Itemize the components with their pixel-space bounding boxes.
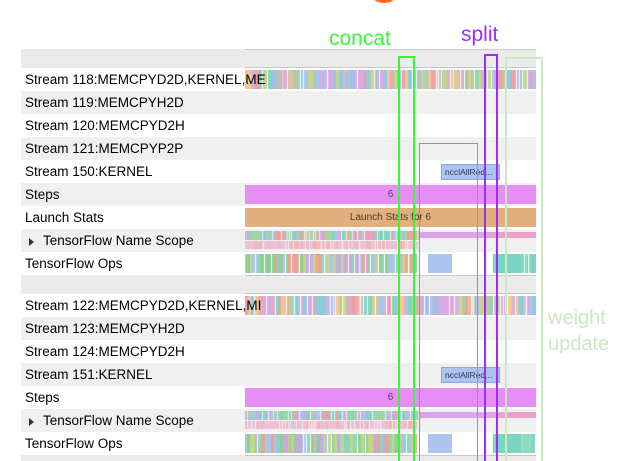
annotation-label-concat: concat xyxy=(329,27,391,50)
timeline-row[interactable]: Stream 118:MEMCPYD2D,KERNEL,ME xyxy=(21,68,536,91)
nccl-allreduce-bar-label: ncclAllRed... xyxy=(445,167,493,177)
timeline-row-label: TensorFlow Ops xyxy=(25,256,123,271)
timeline-row[interactable]: Stream 123:MEMCPYH2D xyxy=(21,317,536,340)
step-number-label: 6 xyxy=(387,392,394,403)
group-header-gpu-2[interactable]: isqx1:25676 Nvidia GPU 2 (pid 3) xyxy=(21,455,536,461)
timeline-row-label: Stream 120:MEMCPYD2H xyxy=(25,118,185,133)
timeline-row[interactable]: Stream 122:MEMCPYD2D,KERNEL,MI xyxy=(21,294,536,317)
row-track[interactable] xyxy=(245,254,536,273)
step-bar[interactable]: 6 xyxy=(245,388,536,407)
row-track[interactable]: ncclAllRed... xyxy=(245,365,536,384)
timeline-row-label: Stream 124:MEMCPYD2H xyxy=(25,344,185,359)
trace-timeline-panel[interactable]: isqx1:25676 Nvidia GPU 0 (pid 1) Stream 1… xyxy=(21,49,536,461)
row-track[interactable]: 6 xyxy=(245,388,536,407)
timeline-row[interactable]: TensorFlow Name Scope xyxy=(21,229,536,252)
annotation-label-weight-update-line2: update xyxy=(548,333,610,355)
row-track[interactable] xyxy=(245,296,536,315)
row-track[interactable] xyxy=(245,139,536,158)
expand-chevron-icon[interactable] xyxy=(29,238,34,246)
launch-stats-bar-label: Launch Stats for 6 xyxy=(349,212,432,223)
timeline-row-label: Launch Stats xyxy=(25,210,104,225)
row-track[interactable] xyxy=(245,434,536,453)
chevron-down-icon[interactable] xyxy=(30,56,38,61)
nccl-allreduce-bar[interactable]: ncclAllRed... xyxy=(441,164,500,180)
row-track[interactable] xyxy=(245,342,536,361)
group-header-gpu-0[interactable]: isqx1:25676 Nvidia GPU 0 (pid 1) xyxy=(21,49,536,68)
annotation-label-weight-update-line1: weight xyxy=(548,307,606,329)
row-track[interactable] xyxy=(245,411,536,430)
timeline-row[interactable]: TensorFlow Name Scope xyxy=(21,409,536,432)
group-header-label: isqx1:25676 Nvidia GPU 1 (pid 2) xyxy=(43,279,177,289)
group-header-gpu-1[interactable]: isqx1:25676 Nvidia GPU 1 (pid 2) xyxy=(21,275,536,294)
step-bar[interactable]: 6 xyxy=(245,185,536,204)
timeline-row-label: Stream 121:MEMCPYP2P xyxy=(25,141,184,156)
timeline-row-label: Stream 118:MEMCPYD2D,KERNEL,ME xyxy=(25,72,266,87)
row-track[interactable] xyxy=(245,319,536,338)
timeline-row-label: Stream 151:KERNEL xyxy=(25,367,153,382)
timeline-row[interactable]: Launch Stats Launch Stats for 6 xyxy=(21,206,536,229)
timeline-row-label: Stream 123:MEMCPYH2D xyxy=(25,321,185,336)
timeline-row[interactable]: Stream 150:KERNEL ncclAllRed... xyxy=(21,160,536,183)
group-header-label: isqx1:25676 Nvidia GPU 2 (pid 3) xyxy=(43,456,177,461)
row-track[interactable]: 6 xyxy=(245,185,536,204)
step-number-label: 6 xyxy=(387,189,394,200)
timeline-row[interactable]: Stream 151:KERNEL ncclAllRed... xyxy=(21,363,536,386)
timeline-row-label: Steps xyxy=(25,187,60,202)
row-track[interactable] xyxy=(245,70,536,89)
timeline-rows[interactable]: isqx1:25676 Nvidia GPU 0 (pid 1) Stream 1… xyxy=(21,49,536,461)
orange-marker-icon xyxy=(374,0,394,3)
launch-stats-bar[interactable]: Launch Stats for 6 xyxy=(245,208,536,227)
nccl-allreduce-bar[interactable]: ncclAllRed... xyxy=(441,367,500,383)
timeline-row-label: TensorFlow Name Scope xyxy=(29,229,194,252)
timeline-row[interactable]: Stream 120:MEMCPYD2H xyxy=(21,114,536,137)
annotation-label-split: split xyxy=(461,23,499,46)
timeline-row[interactable]: Stream 121:MEMCPYP2P xyxy=(21,137,536,160)
annotation-label-weight-update: weight update xyxy=(548,305,609,357)
row-track[interactable] xyxy=(245,93,536,112)
timeline-row-label: Stream 122:MEMCPYD2D,KERNEL,MI xyxy=(25,298,262,313)
timeline-row-label: Steps xyxy=(25,390,60,405)
row-track[interactable] xyxy=(245,116,536,135)
timeline-row[interactable]: TensorFlow Ops xyxy=(21,432,536,455)
timeline-row[interactable]: Stream 124:MEMCPYD2H xyxy=(21,340,536,363)
timeline-row[interactable]: Steps 6 xyxy=(21,183,536,206)
timeline-row-label: TensorFlow Name Scope xyxy=(29,409,194,432)
row-track[interactable]: Launch Stats for 6 xyxy=(245,208,536,227)
chevron-down-icon[interactable] xyxy=(30,282,38,287)
timeline-row-label: TensorFlow Ops xyxy=(25,436,123,451)
timeline-row-label: Stream 150:KERNEL xyxy=(25,164,153,179)
timeline-row-label: Stream 119:MEMCPYH2D xyxy=(25,95,184,110)
timeline-row[interactable]: Steps 6 xyxy=(21,386,536,409)
timeline-row[interactable]: TensorFlow Ops xyxy=(21,252,536,275)
nccl-allreduce-bar-label: ncclAllRed... xyxy=(445,370,493,380)
row-track[interactable]: ncclAllRed... xyxy=(245,162,536,181)
expand-chevron-icon[interactable] xyxy=(29,418,34,426)
group-header-label: isqx1:25676 Nvidia GPU 0 (pid 1) xyxy=(43,53,177,63)
row-track[interactable] xyxy=(245,231,536,250)
timeline-row[interactable]: Stream 119:MEMCPYH2D xyxy=(21,91,536,114)
